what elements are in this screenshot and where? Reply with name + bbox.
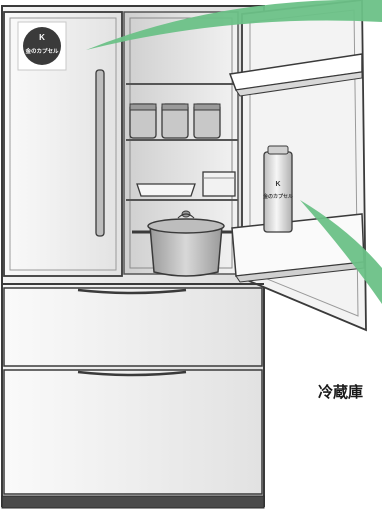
lower-drawer bbox=[4, 370, 262, 494]
right-door bbox=[242, 0, 366, 330]
food-box bbox=[203, 172, 235, 196]
jars bbox=[130, 104, 220, 138]
fridge-base bbox=[2, 496, 264, 508]
capsule-can: K 金のカプセル bbox=[262, 146, 293, 232]
can-brand-mark: K bbox=[275, 181, 280, 188]
caption-refrigerator: 冷蔵庫 bbox=[318, 381, 363, 402]
sticker-brand-mark: K bbox=[39, 33, 45, 42]
plate bbox=[137, 184, 195, 196]
upper-drawer bbox=[4, 288, 262, 366]
left-door-handle bbox=[96, 70, 104, 236]
sticker-label: 金のカプセル bbox=[24, 47, 59, 55]
capsule-sticker: K 金のカプセル bbox=[18, 22, 66, 70]
can-label: 金のカプセル bbox=[262, 193, 293, 200]
